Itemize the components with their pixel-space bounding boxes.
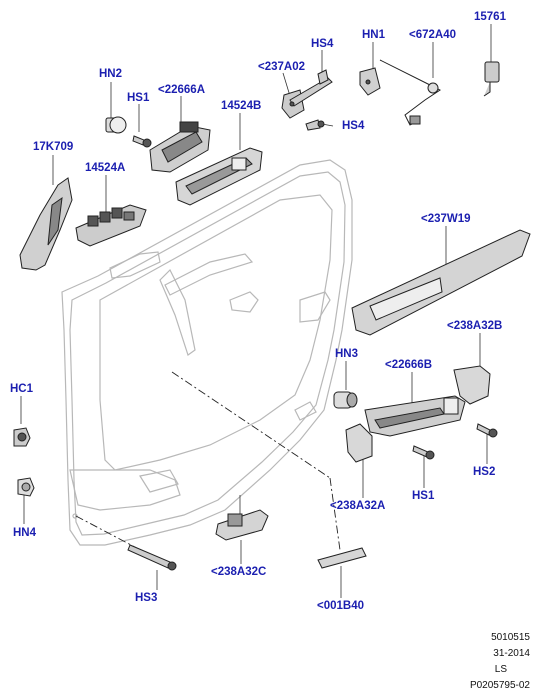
label-22666a: <22666A — [158, 84, 205, 96]
pad-001b40 — [317, 547, 367, 569]
clip-hn2 — [105, 116, 127, 134]
label-22666b: <22666B — [385, 359, 432, 371]
label-17k709: 17K709 — [33, 141, 74, 153]
connector-hn1 — [359, 67, 381, 96]
label-hs4-top: HS4 — [311, 38, 334, 50]
label-hn2: HN2 — [99, 68, 123, 80]
label-14524b: 14524B — [221, 100, 262, 112]
screw-hs3 — [127, 544, 177, 571]
screw-hs1-top — [132, 135, 152, 148]
trim-237w19 — [351, 229, 531, 336]
label-238a32b: <238A32B — [447, 320, 503, 332]
footer-ref-4: P0205795-02 — [469, 680, 530, 691]
label-15761: 15761 — [474, 11, 506, 23]
screw-hs1-bottom — [412, 445, 435, 460]
screw-hs4-mid — [305, 119, 325, 131]
label-hn1: HN1 — [362, 29, 386, 41]
footer-ref-2: 31-2014 — [493, 648, 530, 659]
footer-ref-1: 5010515 — [491, 632, 530, 643]
screw-hs2 — [476, 423, 498, 438]
label-hs1-top: HS1 — [127, 92, 150, 104]
label-hn3: HN3 — [335, 348, 359, 360]
bezel-14524b — [175, 147, 263, 206]
label-hs1-bottom: HS1 — [412, 490, 435, 502]
label-238a32c: <238A32C — [211, 566, 267, 578]
cap-238a32b — [453, 365, 491, 405]
cable-672a40 — [379, 59, 441, 126]
bracket-237a02 — [281, 77, 333, 119]
handle-22666a — [149, 121, 211, 173]
bracket-238a32c — [215, 509, 269, 541]
handle-22666b — [364, 395, 466, 437]
label-14524a: 14524A — [85, 162, 126, 174]
label-672a40: <672A40 — [409, 29, 456, 41]
door-trim-panel — [61, 159, 353, 546]
switch-15761 — [483, 61, 500, 97]
footer-ref-3: LS — [494, 664, 507, 675]
label-001b40: <001B40 — [317, 600, 364, 612]
label-238a32a: <238A32A — [330, 500, 386, 512]
bush-hn3 — [333, 391, 358, 409]
label-hn4: HN4 — [13, 527, 37, 539]
clip-hc1 — [13, 427, 31, 447]
label-hc1: HC1 — [10, 383, 34, 395]
label-hs4-mid: HS4 — [342, 120, 365, 132]
switch-pack-14524a — [75, 204, 147, 247]
screw-hs4-top — [317, 69, 329, 85]
label-237w19: <237W19 — [421, 213, 471, 225]
trim-17k709 — [19, 177, 73, 271]
leader-lines — [75, 371, 341, 556]
clip-hn4 — [17, 477, 35, 497]
callout-lines — [20, 24, 492, 598]
label-hs2: HS2 — [473, 466, 496, 478]
label-hs3: HS3 — [135, 592, 158, 604]
cap-238a32a — [345, 423, 373, 463]
label-237a02: <237A02 — [258, 61, 305, 73]
